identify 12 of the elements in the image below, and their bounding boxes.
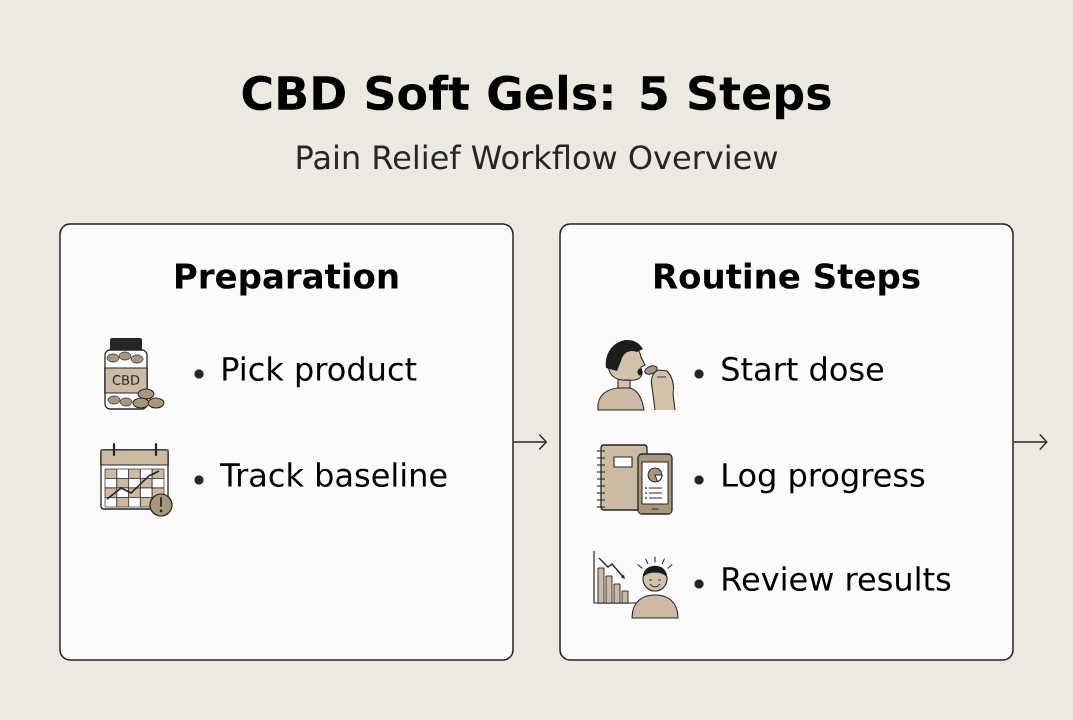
bullet-text: Start dose [722, 356, 884, 382]
bullet-text: Track baseline [220, 462, 447, 488]
bottle-label: CBD [112, 375, 140, 385]
bullet-text: Pick product [223, 356, 417, 388]
panel-heading: Preparation [176, 262, 398, 296]
arrow [513, 433, 548, 451]
bullet-text: Log progress [723, 463, 925, 494]
subtitle: Pain Relief Workflow Overview [297, 144, 778, 170]
arrow [1013, 433, 1048, 451]
bullet-text: Review results [723, 566, 951, 592]
title: CBD Soft Gels: 5 Steps [242, 74, 831, 120]
panel-heading: Routine Steps [655, 262, 920, 296]
